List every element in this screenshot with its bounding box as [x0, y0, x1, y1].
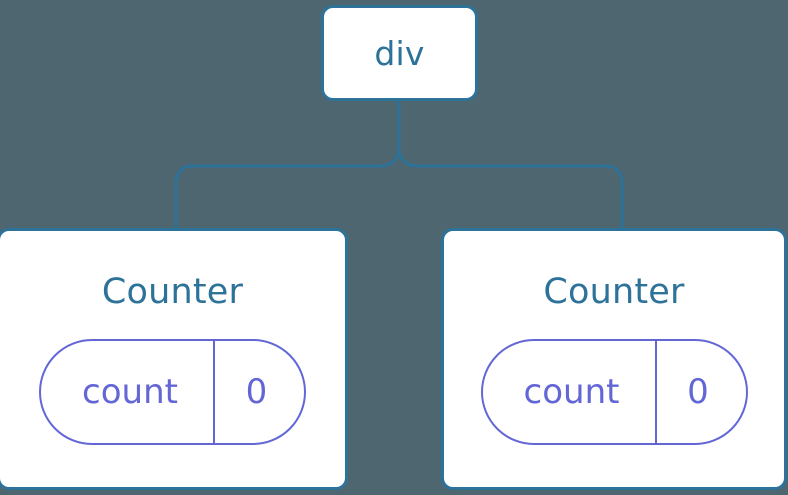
connector-branch-right	[397, 147, 624, 232]
node-div[interactable]: div	[321, 5, 478, 101]
state-pill-left: count 0	[39, 339, 306, 445]
node-counter-right-label: Counter	[543, 272, 685, 312]
state-key-left: count	[41, 341, 215, 443]
state-value-left: 0	[245, 372, 268, 412]
node-counter-left-label: Counter	[101, 272, 244, 312]
connector-branch-left	[174, 147, 401, 232]
node-counter-right[interactable]: Counter count 0	[441, 228, 787, 490]
state-pill-right: count 0	[480, 339, 748, 445]
node-div-label: div	[374, 33, 425, 73]
state-key-right: count	[483, 341, 657, 443]
node-counter-left[interactable]: Counter count 0	[0, 228, 348, 490]
state-value-right: 0	[687, 372, 709, 412]
